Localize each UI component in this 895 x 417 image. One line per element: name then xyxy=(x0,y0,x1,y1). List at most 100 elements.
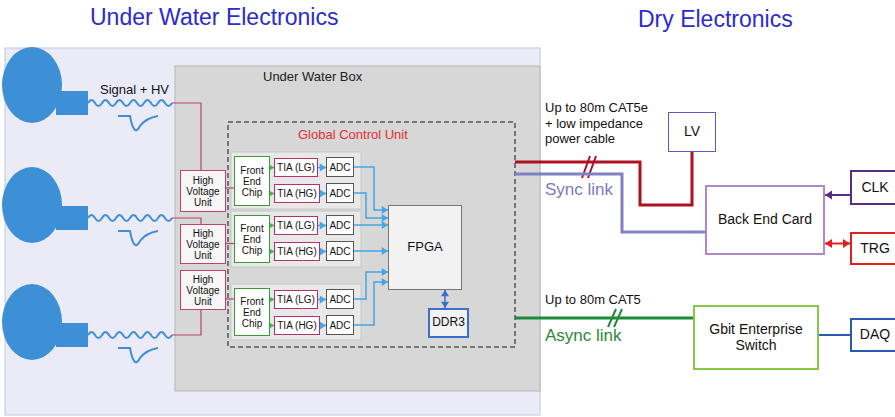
clock-box: CLK xyxy=(850,170,895,205)
box-label: TIA (HG) xyxy=(277,188,316,199)
pmt-base xyxy=(56,91,88,115)
arrowhead xyxy=(843,239,850,248)
hv-wire xyxy=(172,103,201,170)
signal-cable xyxy=(88,332,172,338)
global-control-unit: Global Control UnitFront End ChipTIA (LG… xyxy=(228,122,515,347)
adc-box: ADC xyxy=(326,289,354,309)
signal-cable xyxy=(88,100,172,106)
power-supply-box: LV xyxy=(668,112,716,152)
connector xyxy=(354,193,388,218)
box-label: TIA (LG) xyxy=(277,162,315,173)
box-label: ADC xyxy=(329,294,350,305)
adc-box: ADC xyxy=(326,241,354,261)
hv-wire xyxy=(172,310,201,335)
tia-amplifier: TIA (HG) xyxy=(274,184,320,203)
box-label: DAQ xyxy=(860,327,890,342)
arrowhead xyxy=(825,239,832,248)
high-voltage-unit: High Voltage Unit xyxy=(180,270,226,310)
box-label: Front End Chip xyxy=(235,296,269,329)
tia-amplifier: TIA (LG) xyxy=(274,158,318,177)
box-label: DDR3 xyxy=(432,316,465,329)
link-name: Sync link xyxy=(545,180,613,200)
fpga-box: FPGA xyxy=(388,205,462,290)
under-water-box: Under Water BoxGlobal Control UnitFront … xyxy=(175,66,540,391)
box-label: CLK xyxy=(861,180,888,195)
adc-box: ADC xyxy=(326,183,354,203)
adc-box: ADC xyxy=(326,215,354,235)
link-name: Async link xyxy=(545,326,622,346)
front-end-chip: Front End Chip xyxy=(234,215,270,263)
connector xyxy=(226,243,234,244)
box-label: ADC xyxy=(329,246,350,257)
arrowhead xyxy=(441,290,449,296)
arrowhead xyxy=(825,191,832,200)
global-control-unit-outline xyxy=(228,122,515,347)
box-label: TIA (HG) xyxy=(277,320,316,331)
high-voltage-unit: High Voltage Unit xyxy=(180,170,226,212)
pmt-bulb xyxy=(2,284,62,360)
box-label: Back End Card xyxy=(718,212,812,227)
region-heading: Under Water Box xyxy=(263,70,362,85)
box-label: FPGA xyxy=(407,240,442,254)
pmt-base xyxy=(56,206,88,230)
signal-label: Signal + HV xyxy=(100,82,169,98)
connector xyxy=(226,187,234,188)
connector xyxy=(515,174,705,232)
back-end-card: Back End Card xyxy=(705,185,825,255)
channel-panel xyxy=(231,152,361,209)
box-label: High Voltage Unit xyxy=(181,274,225,307)
signal-cable xyxy=(88,215,172,221)
channel-panel xyxy=(231,284,361,340)
signal-pulse xyxy=(118,231,158,245)
box-label: TRG xyxy=(860,241,890,256)
section-heading: Dry Electronics xyxy=(638,6,793,34)
box-label: High Voltage Unit xyxy=(181,228,225,261)
high-voltage-unit: High Voltage Unit xyxy=(180,224,226,264)
under-water-region: Under Water ElectronicsUnder Water BoxGl… xyxy=(5,48,540,415)
signal-pulse xyxy=(118,116,158,130)
channel-panel xyxy=(231,211,361,267)
tia-amplifier: TIA (HG) xyxy=(274,316,320,335)
adc-box: ADC xyxy=(326,315,354,335)
box-label: ADC xyxy=(329,162,350,173)
connector xyxy=(515,152,692,205)
pmt-base xyxy=(56,323,88,347)
cable-note: Up to 80m CAT5 xyxy=(545,292,641,308)
region-heading: Global Control Unit xyxy=(298,128,408,143)
front-end-chip: Front End Chip xyxy=(234,288,270,336)
front-end-chip: Front End Chip xyxy=(234,156,270,206)
tia-amplifier: TIA (LG) xyxy=(274,216,318,235)
connector xyxy=(354,167,388,210)
region-heading: Under Water Electronics xyxy=(90,4,338,30)
cable-note: Up to 80m CAT5e + low impedance power ca… xyxy=(545,100,655,147)
memory-box: DDR3 xyxy=(428,308,469,338)
trigger-box: TRG xyxy=(850,232,895,265)
box-label: ADC xyxy=(329,220,350,231)
connector xyxy=(515,317,693,320)
under-water-region-outline xyxy=(5,48,540,415)
box-label: Gbit Enterprise Switch xyxy=(695,322,817,353)
box-label: High Voltage Unit xyxy=(181,175,225,208)
box-label: TIA (LG) xyxy=(277,294,315,305)
connector xyxy=(819,334,850,336)
signal-pulse xyxy=(118,348,158,362)
connector xyxy=(354,282,388,325)
network-switch: Gbit Enterprise Switch xyxy=(693,305,819,370)
pmt-bulb xyxy=(2,167,62,243)
box-label: Front End Chip xyxy=(235,223,269,256)
adc-box: ADC xyxy=(326,157,354,177)
box-label: ADC xyxy=(329,188,350,199)
connector xyxy=(226,298,234,299)
tia-amplifier: TIA (HG) xyxy=(274,242,320,261)
box-label: LV xyxy=(684,124,700,139)
tia-amplifier: TIA (LG) xyxy=(274,290,318,309)
pmt-bulb xyxy=(2,47,62,123)
under-water-box-outline xyxy=(175,66,540,391)
box-label: ADC xyxy=(329,320,350,331)
connector xyxy=(354,272,388,299)
box-label: TIA (HG) xyxy=(277,246,316,257)
box-label: Front End Chip xyxy=(235,165,269,198)
daq-box: DAQ xyxy=(850,318,895,352)
box-label: TIA (LG) xyxy=(277,220,315,231)
